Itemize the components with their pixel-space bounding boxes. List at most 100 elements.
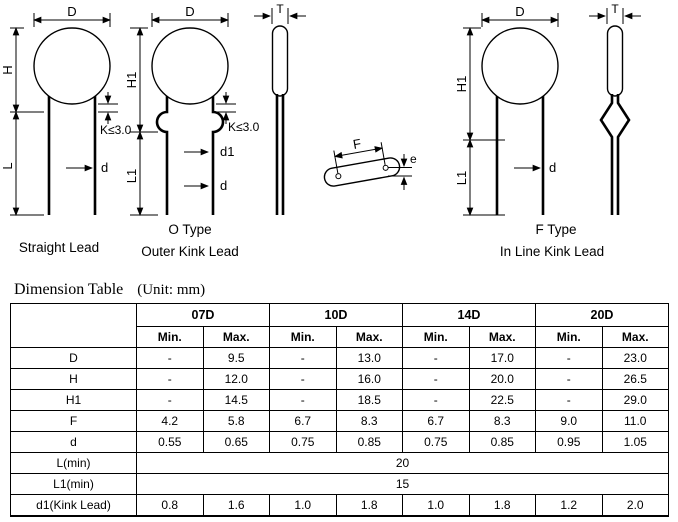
- dim-label-K: K≤3.0: [100, 123, 132, 137]
- drawing-side-view: T: [254, 2, 306, 215]
- drawing-f-type: D H1 L1 d F Type In Line Kink Lead: [454, 4, 604, 259]
- table-row-H: H - 12.0 - 16.0 - 20.0 - 26.5: [10, 368, 669, 390]
- dim-label-L: L: [0, 162, 15, 169]
- cell: -: [402, 347, 470, 369]
- row-label: L(min): [10, 452, 137, 474]
- dim-label-H: H: [0, 65, 15, 74]
- cell: 14.5: [202, 389, 270, 411]
- cell: 0.75: [269, 431, 337, 453]
- cell: 6.7: [402, 410, 470, 432]
- cell: 0.95: [535, 431, 603, 453]
- cell: 1.0: [402, 494, 470, 516]
- table-row-d: d 0.55 0.65 0.75 0.85 0.75 0.85 0.95 1.0…: [10, 431, 669, 453]
- cell: -: [136, 368, 204, 390]
- cell: 13.0: [335, 347, 403, 369]
- max-header: Max.: [335, 326, 403, 348]
- min-header: Min.: [402, 326, 470, 348]
- dim-label-e: e: [410, 152, 417, 166]
- cell: -: [402, 389, 470, 411]
- cell: 26.5: [601, 368, 669, 390]
- dim-label-D: D: [515, 4, 524, 19]
- row-label: d: [10, 431, 137, 453]
- row-label: F: [10, 410, 137, 432]
- cell: 1.05: [601, 431, 669, 453]
- cell: 5.8: [202, 410, 270, 432]
- col-group-20d: 20D: [535, 303, 669, 327]
- cell: 1.2: [535, 494, 603, 516]
- row-label: H: [10, 368, 137, 390]
- cell: 20.0: [468, 368, 536, 390]
- dim-label-L1: L1: [124, 169, 139, 183]
- table-row-F: F 4.2 5.8 6.7 8.3 6.7 8.3 9.0 11.0: [10, 410, 669, 432]
- dim-label-T: T: [611, 2, 619, 16]
- table-row-L1min: L1(min) 15: [10, 473, 669, 495]
- dim-label-H1: H1: [124, 72, 139, 89]
- cell: 11.0: [601, 410, 669, 432]
- table-row-d1: d1(Kink Lead) 0.8 1.6 1.0 1.8 1.0 1.8 1.…: [10, 494, 669, 516]
- cell: 1.6: [202, 494, 270, 516]
- col-group-14d: 14D: [402, 303, 536, 327]
- table-row-D: D - 9.5 - 13.0 - 17.0 - 23.0: [10, 347, 669, 369]
- caption-f-type: F Type: [535, 222, 576, 237]
- cell: 12.0: [202, 368, 270, 390]
- row-label: D: [10, 347, 137, 369]
- cell: 29.0: [601, 389, 669, 411]
- dim-label-H1: H1: [454, 76, 469, 93]
- cell: 0.75: [402, 431, 470, 453]
- max-header: Max.: [202, 326, 270, 348]
- dim-label-D: D: [185, 4, 194, 19]
- span-cell: 20: [136, 452, 669, 474]
- dim-label-F: F: [352, 136, 362, 152]
- table-title: Dimension Table: [14, 281, 124, 298]
- col-group-07d: 07D: [136, 303, 270, 327]
- row-label: d1(Kink Lead): [10, 494, 137, 516]
- max-header: Max.: [601, 326, 669, 348]
- cell: 9.5: [202, 347, 270, 369]
- cell: 23.0: [601, 347, 669, 369]
- caption-outer-kink-lead: Outer Kink Lead: [141, 244, 239, 259]
- min-header: Min.: [136, 326, 204, 348]
- cell: 22.5: [468, 389, 536, 411]
- cell: 0.85: [335, 431, 403, 453]
- drawing-o-type: D H1 K≤3.0 d1 L1 d O Type Outer Kink Lea…: [124, 4, 260, 259]
- table-group-header-row: 07D 10D 14D 20D: [10, 303, 669, 348]
- drawing-kink-detail: F e: [323, 136, 417, 190]
- dimension-table: 07D 10D 14D 20D Min. Max. Min. Max. Min.…: [10, 303, 669, 517]
- cell: 0.8: [136, 494, 204, 516]
- cell: 0.65: [202, 431, 270, 453]
- cell: 17.0: [468, 347, 536, 369]
- dim-label-d: d: [549, 160, 556, 175]
- table-heading: Dimension Table(Unit: mm): [0, 281, 678, 299]
- min-header: Min.: [535, 326, 603, 348]
- cell: 6.7: [269, 410, 337, 432]
- dim-label-d1: d1: [220, 144, 234, 159]
- cell: 4.2: [136, 410, 204, 432]
- cell: -: [535, 389, 603, 411]
- col-group-10d: 10D: [269, 303, 403, 327]
- cell: 1.8: [335, 494, 403, 516]
- cell: 0.55: [136, 431, 204, 453]
- dim-label-D: D: [67, 4, 76, 19]
- dim-label-d: d: [220, 178, 227, 193]
- cell: 0.85: [468, 431, 536, 453]
- cell: -: [269, 347, 337, 369]
- caption-o-type: O Type: [168, 222, 211, 237]
- cell: 8.3: [468, 410, 536, 432]
- cell: 1.8: [468, 494, 536, 516]
- caption-straight-lead: Straight Lead: [19, 240, 99, 255]
- table-row-H1: H1 - 14.5 - 18.5 - 22.5 - 29.0: [10, 389, 669, 411]
- cell: 2.0: [601, 494, 669, 516]
- cell: 18.5: [335, 389, 403, 411]
- row-label: H1: [10, 389, 137, 411]
- drawing-straight-lead: D H K≤3.0 L d Straight Lead: [0, 4, 132, 255]
- technical-drawings: D H K≤3.0 L d Straight Lead D H1 K≤3.0: [0, 2, 641, 259]
- max-header: Max.: [468, 326, 536, 348]
- cell: -: [535, 368, 603, 390]
- table-row-Lmin: L(min) 20: [10, 452, 669, 474]
- dim-label-K: K≤3.0: [228, 120, 260, 134]
- cell: 1.0: [269, 494, 337, 516]
- caption-in-line-kink-lead: In Line Kink Lead: [500, 244, 604, 259]
- drawing-f-side-view: T: [589, 2, 641, 215]
- corner-cell: [10, 303, 137, 348]
- cell: 16.0: [335, 368, 403, 390]
